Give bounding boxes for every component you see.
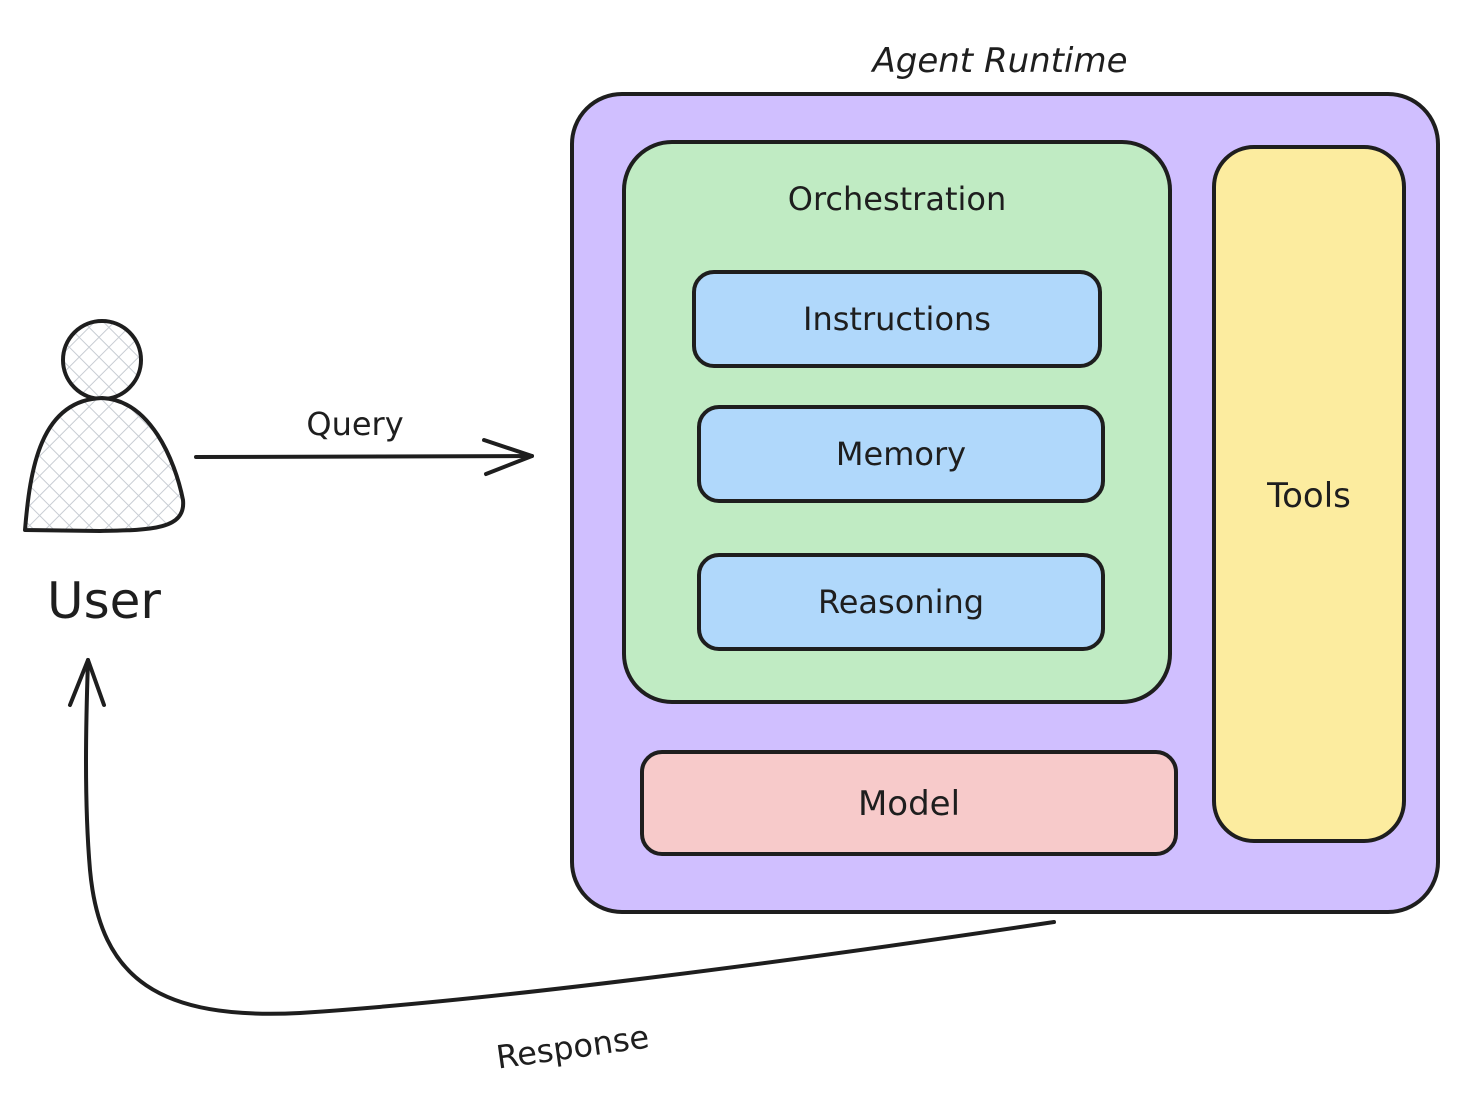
memory-label: Memory [836, 435, 966, 473]
memory-box[interactable]: Memory [697, 405, 1105, 503]
model-box[interactable]: Model [640, 750, 1178, 856]
query-arrow [194, 438, 534, 476]
user-label: User [47, 572, 161, 630]
runtime-title: Agent Runtime [871, 41, 1128, 81]
orchestration-label: Orchestration [788, 180, 1006, 218]
instructions-box[interactable]: Instructions [692, 270, 1102, 368]
tools-box[interactable]: Tools [1212, 145, 1406, 843]
model-label: Model [858, 784, 960, 824]
instructions-label: Instructions [803, 300, 991, 338]
response-label: Response [494, 1018, 651, 1077]
reasoning-box[interactable]: Reasoning [697, 553, 1105, 651]
tools-label: Tools [1266, 476, 1351, 516]
reasoning-label: Reasoning [818, 583, 984, 621]
response-arrow [68, 658, 1056, 1016]
query-label: Query [306, 405, 403, 443]
user-icon[interactable] [23, 319, 186, 533]
